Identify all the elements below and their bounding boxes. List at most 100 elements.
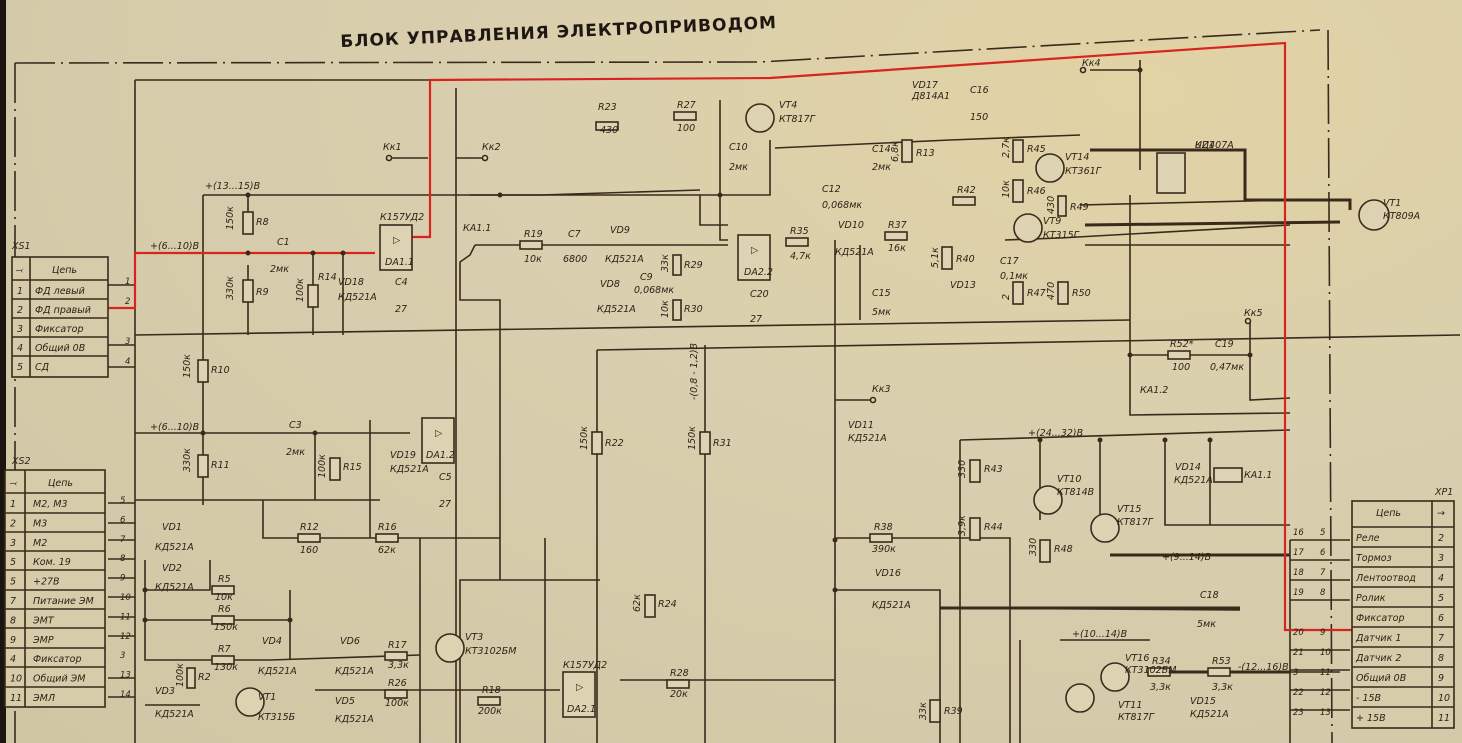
xs1-wire-num: 3 — [125, 337, 130, 347]
resistor-R31 — [699, 431, 711, 455]
ref-VT4: VT4 — [779, 100, 797, 111]
xp1-wire-num: 8 — [1320, 588, 1326, 598]
value-R49: 430 — [1046, 196, 1057, 214]
resistor-R42 — [952, 196, 976, 206]
xp1-net-num: 19 — [1293, 588, 1304, 598]
resistor-R34 — [1147, 667, 1171, 677]
xs1-header-icon: ⤙ — [15, 265, 24, 276]
xp1-net-num: 18 — [1293, 568, 1304, 578]
ref-C3: C3 — [289, 420, 302, 431]
xs2-wire-num: 3 — [120, 651, 125, 661]
value-R52: 100 — [1172, 362, 1190, 373]
ref-C19: C19 — [1215, 339, 1234, 350]
ref-R39: R39 — [944, 706, 963, 717]
ref-C12: C12 — [822, 184, 841, 195]
value-R23: 430 — [600, 125, 618, 136]
xs2-wire-num: 12 — [120, 632, 131, 642]
value-C20: 27 — [750, 314, 762, 325]
ref-R24: R24 — [658, 599, 677, 610]
xs2-row-num: 5 — [10, 577, 16, 588]
value-R13: 6,8к — [890, 141, 901, 162]
ref-VT3: VT3 — [465, 632, 483, 643]
ref-R52: R52* — [1170, 339, 1194, 350]
xs2-row-label: ЭМТ — [32, 615, 55, 626]
voltage-24-32: +(24...32)В — [1028, 428, 1083, 439]
opamp-DA1-2 — [421, 417, 455, 464]
resistor-R29 — [672, 254, 682, 276]
ref-VD10: VD10 — [838, 220, 864, 231]
xp1-wire-num: 5 — [1320, 528, 1325, 538]
ref-VD5: VD5 — [335, 696, 355, 707]
ref-UZ1: UZ1 — [1195, 140, 1215, 151]
value-VD8: КД521А — [597, 304, 636, 315]
resistor-R53 — [1207, 667, 1231, 677]
resistor-R44 — [969, 517, 981, 541]
ref-VD13: VD13 — [950, 280, 976, 291]
xp1-wire-num: 7 — [1320, 568, 1326, 578]
xp1-wire-num: 6 — [1320, 548, 1326, 558]
xp1-row-label: Датчик 1 — [1355, 633, 1401, 644]
sheet-title: БЛОК УПРАВЛЕНИЯ ЭЛЕКТРОПРИВОДОМ — [340, 13, 777, 52]
ref-VT1: VT1 — [1383, 198, 1401, 209]
value-R30: 10к — [660, 300, 671, 318]
transistor-VT14 — [1035, 153, 1065, 183]
testpoint-markers — [385, 66, 1252, 404]
ref-VD9: VD9 — [610, 225, 630, 236]
resistor-R2 — [186, 667, 196, 689]
value-VD17: Д814А1 — [911, 91, 950, 102]
value-VD4: КД521А — [258, 666, 297, 677]
resistor-R50 — [1057, 281, 1069, 305]
value-VD9: КД521А — [605, 254, 644, 265]
value-VD11: КД521А — [848, 433, 887, 444]
value-R15: 100к — [317, 454, 328, 478]
value-R28: 20к — [670, 689, 688, 700]
xp1-net-num: 3 — [1293, 668, 1298, 678]
value-UZ1: КЦ407А — [1195, 140, 1234, 151]
ref-C4: C4 — [395, 277, 408, 288]
transistor-VT1-small — [235, 687, 265, 717]
frame-right — [1327, 29, 1333, 743]
value-R9: 330к — [225, 276, 236, 300]
ref-C14: C14 — [872, 144, 891, 155]
value-C18: 5мк — [1197, 619, 1216, 630]
type-DA11: К157УД2 — [380, 212, 424, 223]
ref-C1: C1 — [277, 237, 290, 248]
ref-VT1a: VT1 — [258, 692, 276, 703]
type-DA21: К157УД2 — [563, 660, 607, 671]
xs2-header-icon: ⤙ — [9, 478, 18, 489]
resistor-R52 — [1167, 350, 1191, 360]
resistor-R7 — [211, 655, 235, 665]
opamp-DA2-2 — [737, 234, 771, 281]
value-R11: 330к — [182, 448, 193, 472]
ref-R8: R8 — [256, 217, 269, 228]
xs2-wire-num: 10 — [120, 593, 131, 603]
xp1-wire-num: 12 — [1320, 688, 1331, 698]
transistor-VT3 — [435, 633, 465, 663]
value-R27: 100 — [677, 123, 695, 134]
value-VD1: КД521А — [155, 542, 194, 553]
value-R37: 16к — [888, 243, 906, 254]
value-C7: 6800 — [563, 254, 587, 265]
xp1-row-num: 8 — [1438, 653, 1444, 664]
xs1-row-num: 1 — [17, 286, 23, 297]
xs2-row-label: Питание ЭМ — [33, 596, 94, 607]
resistor-R37 — [884, 231, 908, 241]
value-R14: 100к — [295, 278, 306, 302]
ref-R26: R26 — [388, 678, 407, 689]
ref-R43: R43 — [984, 464, 1003, 475]
ref-R14: R14 — [318, 272, 337, 283]
xs2-row-label: Ком. 19 — [33, 557, 71, 568]
value-VT15: КТ817Г — [1117, 517, 1154, 528]
ref-R10: R10 — [211, 365, 230, 376]
resistor-R15 — [329, 457, 341, 481]
xp1-row-num: 4 — [1438, 573, 1444, 584]
value-VD18: КД521А — [338, 292, 377, 303]
xp1-row-num: 11 — [1438, 713, 1450, 724]
ref-DA11: DA1.1 — [385, 257, 414, 268]
value-R39: 33к — [918, 702, 929, 720]
frame-top — [14, 29, 1321, 64]
value-R48: 330 — [1028, 538, 1039, 556]
value-VD3: КД521А — [155, 709, 194, 720]
value-C5: 27 — [439, 499, 451, 510]
